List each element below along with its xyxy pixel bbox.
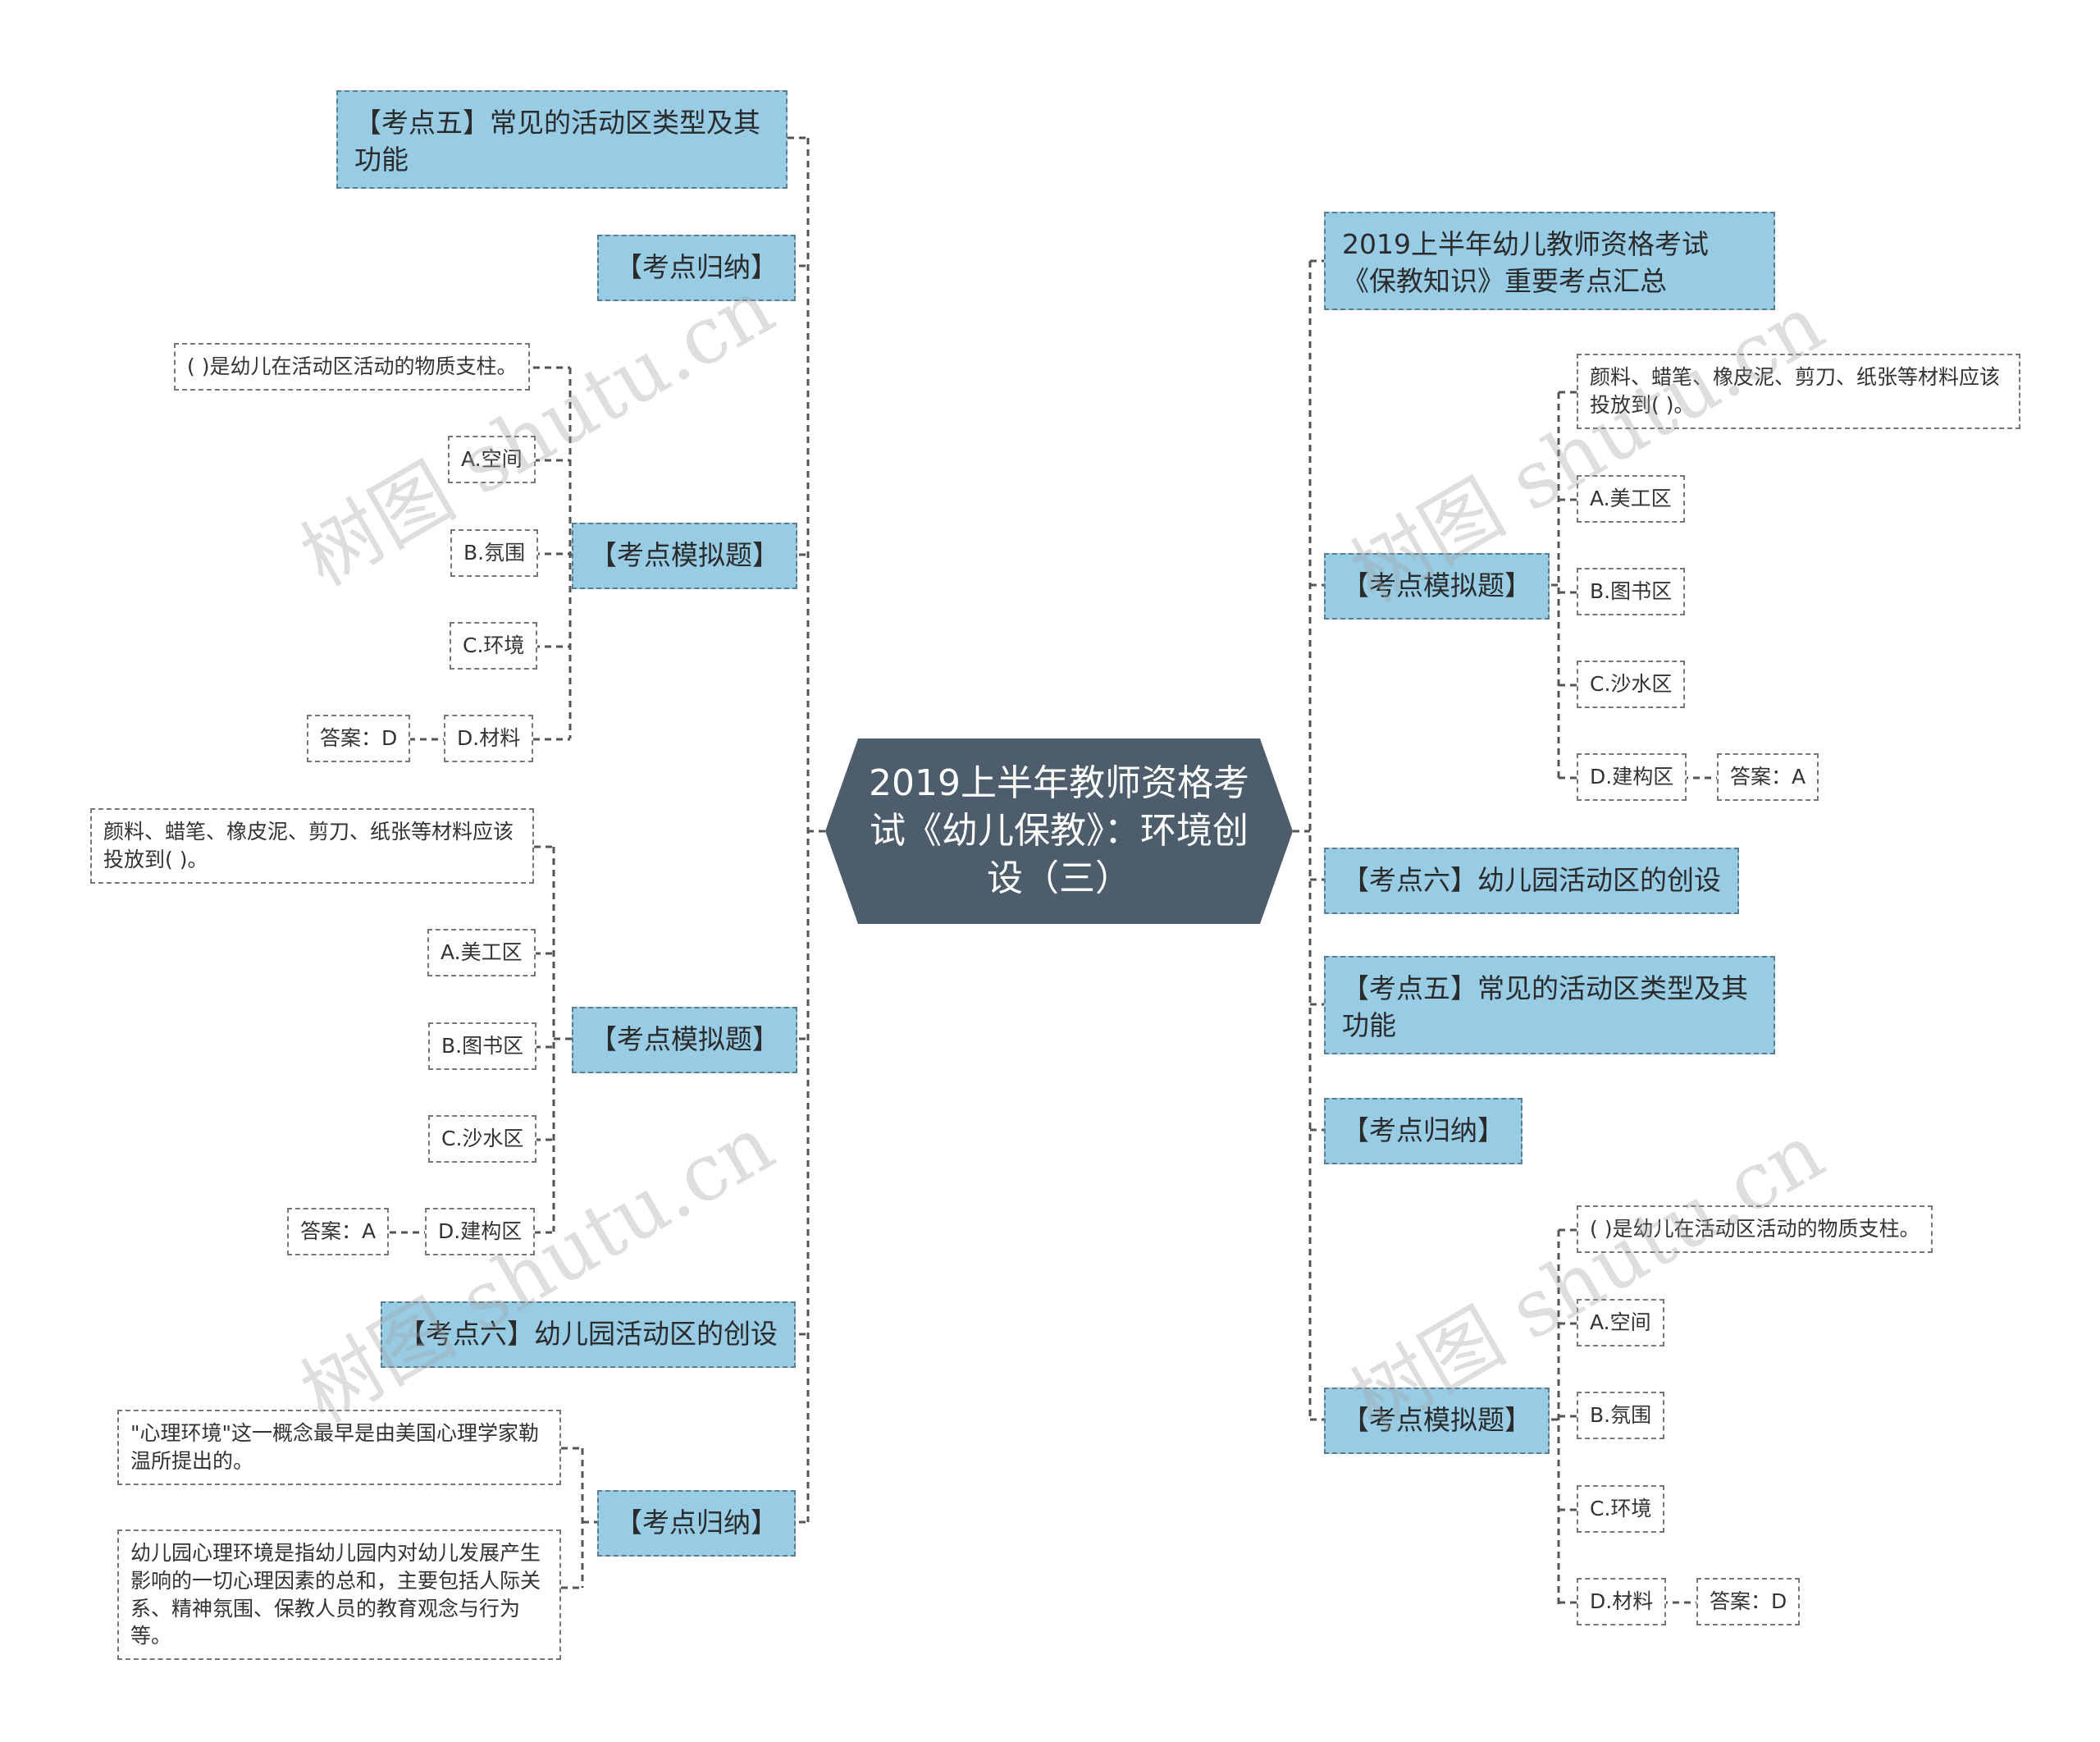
- root-title: 2019上半年教师资格考试《幼儿保教》：环境创设（三）: [869, 761, 1249, 900]
- left-moni-1-option-a[interactable]: A.空间: [448, 436, 536, 483]
- left-moni-1-option-b[interactable]: B.氛围: [450, 529, 539, 577]
- left-moni-2-question[interactable]: 颜料、蜡笔、橡皮泥、剪刀、纸张等材料应该投放到( )。: [90, 808, 534, 884]
- left-moni-1-question[interactable]: ( )是幼儿在活动区活动的物质支柱。: [174, 343, 531, 391]
- right-moni-1-option-d[interactable]: D.建构区: [1577, 753, 1687, 801]
- root-topic[interactable]: 2019上半年教师资格考试《幼儿保教》：环境创设（三）: [825, 738, 1293, 924]
- right-topic-kp6[interactable]: 【考点六】幼儿园活动区的创设: [1324, 848, 1739, 914]
- right-moni-1-option-a[interactable]: A.美工区: [1577, 475, 1685, 523]
- left-topic-kp5[interactable]: 【考点五】常见的活动区类型及其功能: [336, 90, 788, 189]
- right-moni-2-question[interactable]: ( )是幼儿在活动区活动的物质支柱。: [1577, 1205, 1933, 1253]
- left-moni-1-option-c[interactable]: C.环境: [450, 622, 538, 670]
- root-hexagon-shape: [825, 738, 1293, 924]
- left-moni-2-option-c[interactable]: C.沙水区: [428, 1115, 537, 1163]
- right-moni-2-option-b[interactable]: B.氛围: [1577, 1392, 1665, 1439]
- left-topic-guina-2[interactable]: 【考点归纳】: [597, 1490, 796, 1557]
- left-topic-kp6[interactable]: 【考点六】幼儿园活动区的创设: [381, 1301, 796, 1368]
- left-topic-guina-1[interactable]: 【考点归纳】: [597, 235, 796, 301]
- right-topic-moni-2[interactable]: 【考点模拟题】: [1324, 1388, 1550, 1454]
- right-topic-moni-1[interactable]: 【考点模拟题】: [1324, 553, 1550, 620]
- left-moni-2-option-a[interactable]: A.美工区: [427, 929, 536, 976]
- right-topic-guina[interactable]: 【考点归纳】: [1324, 1098, 1522, 1164]
- right-topic-summary[interactable]: 2019上半年幼儿教师资格考试《保教知识》重要考点汇总: [1324, 212, 1775, 310]
- left-guina-2-item-2[interactable]: 幼儿园心理环境是指幼儿园内对幼儿发展产生影响的一切心理因素的总和，主要包括人际关…: [117, 1529, 561, 1660]
- right-moni-2-answer[interactable]: 答案：D: [1696, 1578, 1801, 1625]
- right-moni-1-option-b[interactable]: B.图书区: [1577, 568, 1686, 615]
- left-moni-2-answer[interactable]: 答案：A: [287, 1208, 390, 1255]
- left-moni-2-option-d[interactable]: D.建构区: [425, 1208, 536, 1255]
- right-moni-2-option-c[interactable]: C.环境: [1577, 1485, 1665, 1533]
- left-guina-2-item-1[interactable]: "心理环境"这一概念最早是由美国心理学家勒温所提出的。: [117, 1410, 561, 1485]
- left-moni-1-option-d[interactable]: D.材料: [444, 715, 534, 762]
- left-topic-moni-1[interactable]: 【考点模拟题】: [572, 523, 797, 589]
- right-moni-1-question[interactable]: 颜料、蜡笔、橡皮泥、剪刀、纸张等材料应该投放到( )。: [1577, 354, 2020, 429]
- right-moni-2-option-a[interactable]: A.空间: [1577, 1299, 1664, 1347]
- left-topic-moni-2[interactable]: 【考点模拟题】: [572, 1007, 797, 1073]
- right-moni-1-answer[interactable]: 答案：A: [1717, 753, 1819, 801]
- left-moni-1-answer[interactable]: 答案：D: [307, 715, 411, 762]
- right-moni-1-option-c[interactable]: C.沙水区: [1577, 661, 1686, 708]
- left-moni-2-option-b[interactable]: B.图书区: [428, 1022, 537, 1070]
- right-moni-2-option-d[interactable]: D.材料: [1577, 1578, 1667, 1625]
- right-topic-kp5[interactable]: 【考点五】常见的活动区类型及其功能: [1324, 956, 1775, 1054]
